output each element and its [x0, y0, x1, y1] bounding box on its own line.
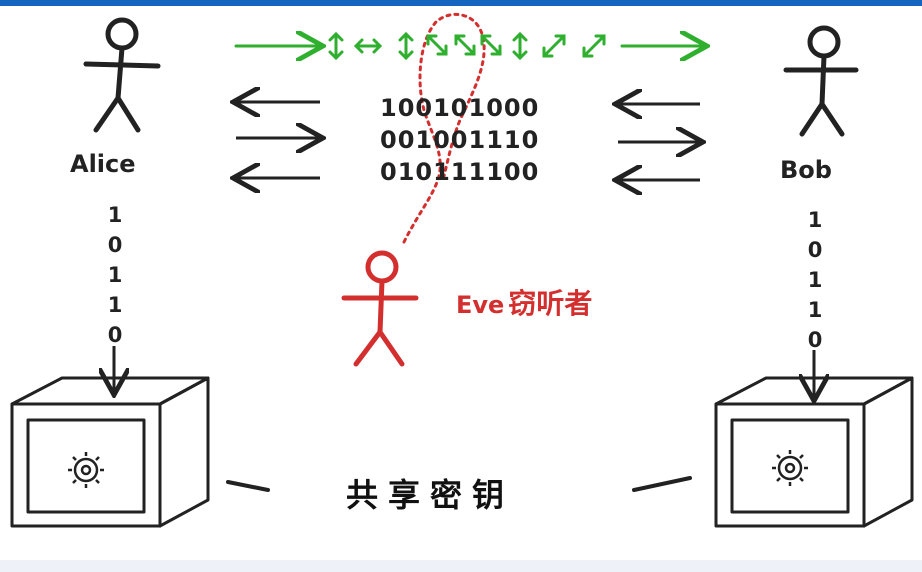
eve-figure — [341, 250, 419, 367]
alice-bit: 1 — [107, 203, 123, 227]
alice-safe-dial-icon — [68, 452, 104, 488]
classical-arrows-left — [236, 102, 320, 178]
quantum-channel — [234, 31, 704, 61]
shared-key-label: 共享密钥 — [346, 476, 515, 514]
alice-label: Alice — [70, 150, 136, 178]
bob-key-bits: 1 0 1 1 0 — [805, 205, 825, 355]
bob-bit: 1 — [807, 268, 823, 292]
photon-polarizations — [328, 31, 606, 61]
bob-safe-dial-icon — [772, 450, 808, 486]
binary-messages: 100101000 001001110 010111100 — [380, 92, 539, 188]
binary-message-3: 010111100 — [380, 158, 540, 186]
bob-label: Bob — [780, 156, 832, 184]
alice-safe — [10, 376, 210, 528]
alice-figure — [83, 17, 161, 133]
eve-name: Eve — [456, 291, 505, 319]
binary-message-1: 100101000 — [380, 94, 540, 122]
bob-safe — [714, 376, 914, 528]
shared-key-connector-left — [226, 480, 270, 492]
alice-bit: 0 — [107, 323, 123, 347]
bob-figure — [783, 25, 859, 137]
alice-bit: 0 — [107, 233, 123, 257]
alice-bit: 1 — [107, 293, 123, 317]
alice-key-bits: 1 0 1 1 0 — [105, 200, 125, 350]
binary-message-2: 001001110 — [380, 126, 540, 154]
bob-bit: 1 — [807, 208, 823, 232]
top-bar — [0, 0, 922, 6]
bottom-strip — [0, 560, 922, 572]
classical-arrows-right — [618, 104, 700, 180]
bob-bit: 1 — [807, 298, 823, 322]
bob-bit: 0 — [807, 238, 823, 262]
bob-bit: 0 — [807, 328, 823, 352]
eve-role: 窃听者 — [508, 287, 593, 320]
alice-bit: 1 — [107, 263, 123, 287]
shared-key-connector-right — [632, 476, 692, 492]
eve-interception-loop — [402, 12, 486, 244]
